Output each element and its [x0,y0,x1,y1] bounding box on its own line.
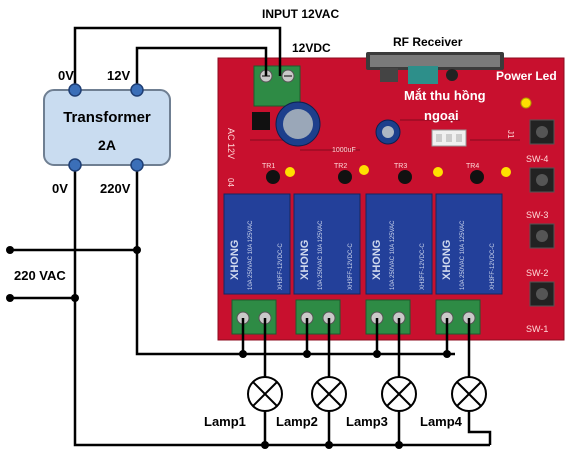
voltage-12v: 12V [107,68,130,83]
transistor-2 [338,170,352,184]
lamp-label-2: Lamp2 [276,414,318,429]
capacitor: 1000uF [275,101,356,154]
relay-model: XH3FF-12VDC-C [348,243,354,290]
push-buttons: SW-4 SW-3 SW-2 SW-1 [526,119,555,334]
relay-brand: XHONG [441,240,453,280]
lamp-2 [311,376,347,412]
lamp-3 [381,376,417,412]
ir-label-line1: Mắt thu hồng [404,88,486,103]
relay-rating: 10A 250VAC 10A 125VAC [460,220,466,290]
indicator-dot-4 [501,167,511,177]
relay-3: XHONG 10A 250VAC 10A 125VAC XH3FF-12VDC-… [365,193,433,295]
terminal-220v [130,158,144,172]
switch-label-sw2: SW-2 [526,268,548,278]
power-led-label: Power Led [496,69,557,83]
transformer-title: Transformer [63,109,151,126]
terminal-12v [130,83,144,97]
lamp-4 [451,376,487,412]
relay-model: XH3FF-12VDC-C [420,243,426,290]
transistor-label-1: TR1 [262,163,275,170]
wires [10,26,492,447]
ir-label-line2: ngoại [424,108,459,123]
relay-model: XH3FF-12VDC-C [278,243,284,290]
transistor-label-3: TR3 [394,163,407,170]
switch-label-sw1: SW-1 [526,324,548,334]
input-terminal-block [253,65,301,107]
transformer-current: 2A [98,137,116,153]
transformer-body [43,89,171,166]
relay-rating: 10A 250VAC 10A 125VAC [318,220,324,290]
lamp-label-3: Lamp3 [346,414,388,429]
transistor-4 [470,170,484,184]
ir-header: J1 [431,129,515,147]
regulator [252,112,270,130]
relay-rating: 10A 250VAC 10A 125VAC [248,220,254,290]
voltage-0v-top: 0V [58,68,74,83]
pcb-side-text: AC 12V [226,128,236,159]
indicator-dot-1 [285,167,295,177]
small-capacitor [375,119,401,145]
relay-4: XHONG 10A 250VAC 10A 125VAC XH3FF-12VDC-… [435,193,503,295]
transistor-label-2: TR2 [334,163,347,170]
vdc-label: 12VDC [292,41,331,55]
indicator-dot-2 [359,165,369,175]
power-led [520,97,532,109]
header-label: J1 [506,130,515,139]
transistor-label-4: TR4 [466,163,479,170]
voltage-0v-bottom: 0V [52,181,68,196]
lamp-label-4: Lamp4 [420,414,463,429]
relay-model: XH3FF-12VDC-C [490,243,496,290]
relay-2: XHONG 10A 250VAC 10A 125VAC XH3FF-12VDC-… [293,193,361,295]
switch-label-sw4: SW-4 [526,154,548,164]
terminal-0v-bottom [68,158,82,172]
relay-brand: XHONG [371,240,383,280]
voltage-220v: 220V [100,181,131,196]
mains-label: 220 VAC [14,268,66,283]
relay-brand: XHONG [299,240,311,280]
input-label: INPUT 12VAC [262,7,339,21]
indicator-dot-3 [433,167,443,177]
lamp-1 [247,376,283,412]
terminal-0v-top [68,83,82,97]
relay-1: XHONG 10A 250VAC 10A 125VAC XH3FF-12VDC-… [223,193,291,295]
transistor-row: TR1 TR2 TR3 TR4 [262,163,484,184]
indicator-dots [285,165,511,177]
rf-receiver-label: RF Receiver [393,35,463,49]
junctions [6,246,451,449]
pcb-count-text: 04 [226,178,235,187]
relay-brand: XHONG [229,240,241,280]
transistor-3 [398,170,412,184]
capacitor-label: 1000uF [332,147,356,154]
lamp-label-1: Lamp1 [204,414,246,429]
relay-rating: 10A 250VAC 10A 125VAC [390,220,396,290]
switch-label-sw3: SW-3 [526,210,548,220]
transistor-1 [266,170,280,184]
transformer: Transformer 2A [43,83,171,172]
rf-receiver-module [366,52,504,84]
